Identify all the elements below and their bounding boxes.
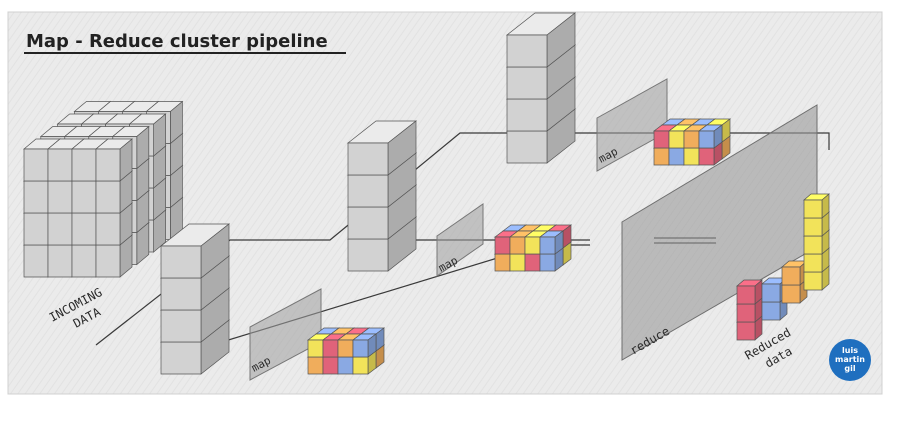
cube-front [736,321,756,341]
mapped-cubes-middle [493,224,573,272]
mapped-cubes-bottom [306,327,386,375]
cube-front [71,212,97,246]
cube-front [47,244,73,278]
cube-front [71,148,97,182]
cube-front [803,253,823,273]
cube-front [539,253,556,272]
cube-front [781,284,801,304]
cube-front [524,236,541,255]
cube-front [160,341,202,375]
cube-front [803,271,823,291]
cube-front [307,339,324,358]
cube-front [322,339,339,358]
node-column-top [505,12,577,164]
reduced-cube [803,193,830,219]
cube-front [524,253,541,272]
logo-line-3: gil [844,364,855,373]
cube-front [71,244,97,278]
cube-front [494,253,511,272]
cube-front [23,244,49,278]
cube-front [506,98,548,132]
cube-front [683,147,700,166]
cube-front [698,147,715,166]
cube-front [95,244,121,278]
logo-line-2: martin [835,355,865,364]
cube-front [761,283,781,303]
cube-front [307,356,324,375]
author-logo: luis martin gil [829,339,871,381]
cube-front [71,180,97,214]
mapped-cube [538,230,565,255]
cube-front [347,238,389,272]
map-panel-top: map [596,78,668,172]
cube-front [337,339,354,358]
incoming-cell [95,234,133,278]
cube-front [95,180,121,214]
mapped-cube [697,124,724,149]
cube-front [736,285,756,305]
cube-front [95,212,121,246]
reduced-cube [736,279,763,305]
cube-front [23,148,49,182]
cube-front [23,180,49,214]
cube-front [352,356,369,375]
cube-front [781,266,801,286]
node-cell [159,223,231,279]
reduced-data-stacks [736,193,830,341]
cube-front [47,148,73,182]
cube-front [653,130,670,149]
cube-front [494,236,511,255]
cube-front [761,301,781,321]
cube-front [803,199,823,219]
logo-line-1: luis [842,346,858,355]
reduced-cube [781,260,808,286]
cube-front [95,148,121,182]
cube-front [352,339,369,358]
cube-front [653,147,670,166]
cube-front [347,174,389,208]
node-cell [346,120,418,176]
cube-front [506,34,548,68]
cube-front [47,212,73,246]
cube-front [803,217,823,237]
cube-front [23,212,49,246]
cube-front [698,130,715,149]
cube-front [347,142,389,176]
cube-front [160,277,202,311]
cube-front [668,147,685,166]
diagram-title: Map - Reduce cluster pipeline [26,31,328,52]
cube-front [683,130,700,149]
cube-front [539,236,556,255]
cube-front [668,130,685,149]
cube-front [736,303,756,323]
mapped-cubes-top [652,118,732,166]
cube-front [506,130,548,164]
cube-front [160,245,202,279]
incoming-data-block [23,100,184,278]
cube-front [322,356,339,375]
incoming-cell [95,138,133,182]
cube-front [509,253,526,272]
cube-front [803,235,823,255]
cube-front [347,206,389,240]
cube-front [509,236,526,255]
cube-front [506,66,548,100]
node-cell [505,12,577,68]
cube-front [337,356,354,375]
node-column-bottom [159,223,231,375]
mapped-cube [351,333,378,358]
cube-front [47,180,73,214]
cube-front [160,309,202,343]
node-column-middle [346,120,418,272]
